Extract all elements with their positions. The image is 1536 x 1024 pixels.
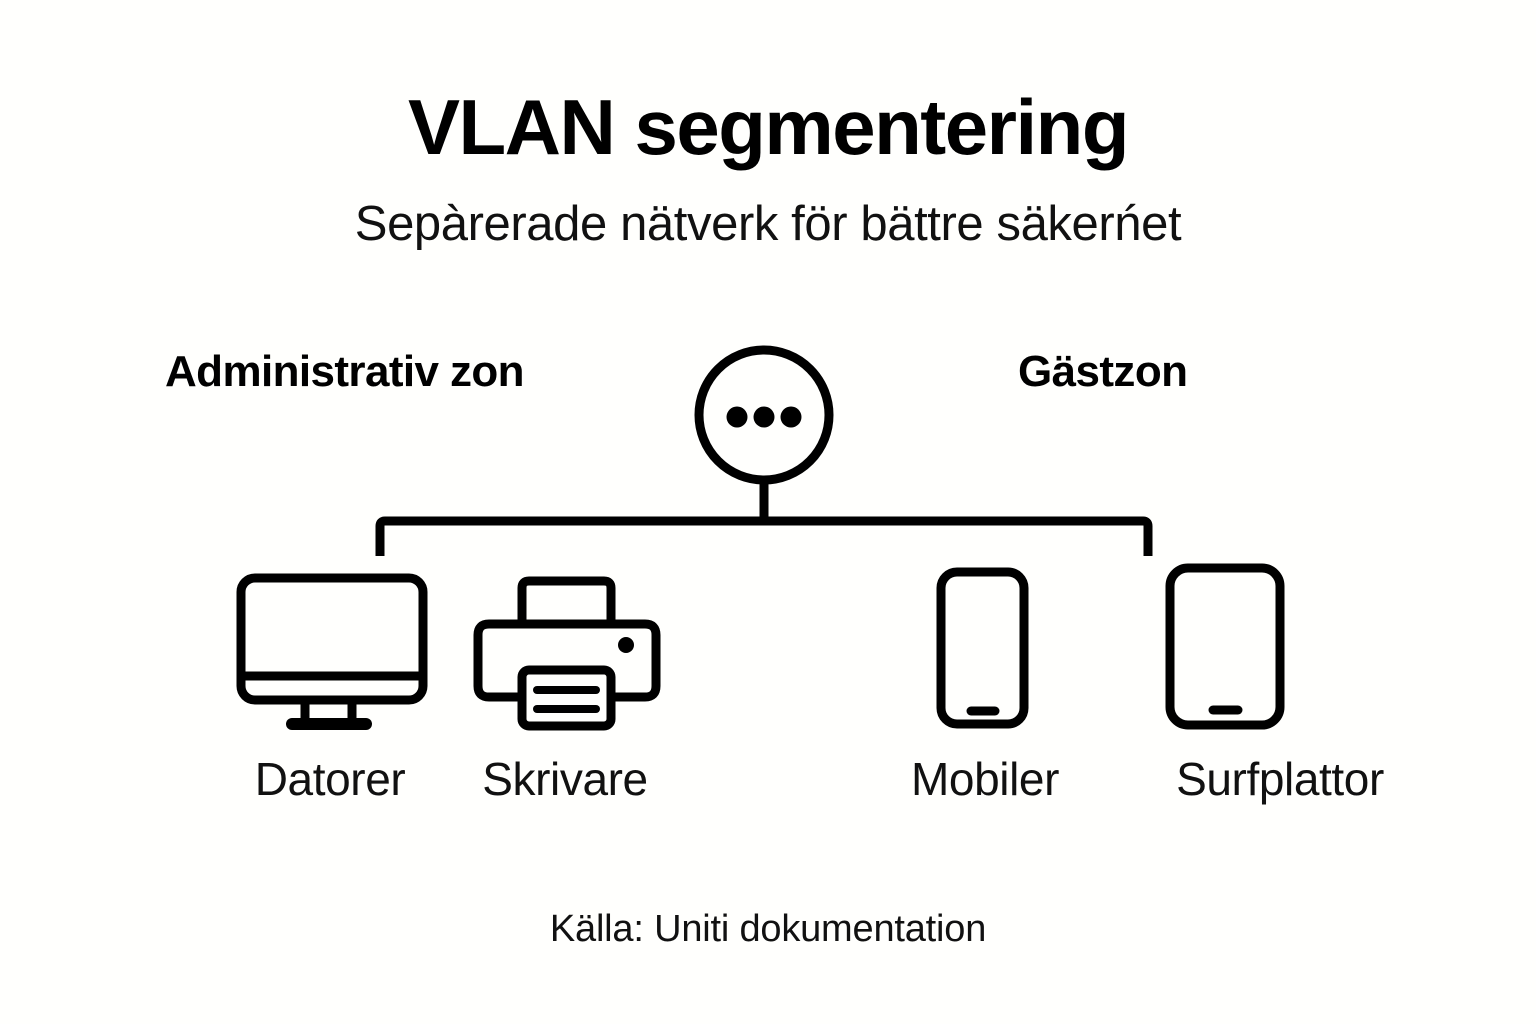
device-label-skrivare: Skrivare [482, 753, 648, 805]
device-label-datorer: Datorer [254, 753, 406, 805]
printer-body [473, 619, 661, 702]
zone-label-admin: Administrativ zon [165, 347, 525, 396]
desktop-monitor-icon[interactable] [236, 573, 428, 730]
monitor-screen-body [236, 573, 428, 705]
central-node[interactable] [694, 345, 834, 485]
tablet-body [1165, 563, 1285, 730]
ellipsis-icon [726, 406, 802, 428]
page-subtitle: Sepàrerade nätverk för bättre säkerńet [354, 197, 1182, 251]
printer-icon[interactable] [473, 576, 661, 731]
printer-paper-tray [517, 576, 616, 629]
connector-bus [375, 516, 1153, 556]
device-label-mobiler: Mobiler [910, 753, 1060, 805]
connector-lines [375, 480, 1153, 556]
central-node-circle [694, 345, 834, 485]
device-label-surfplattor: Surfplattor [1176, 753, 1384, 805]
zone-label-guest: Gästzon [1018, 347, 1188, 396]
mobile-phone-icon[interactable] [936, 567, 1029, 729]
page-title: VLAN segmentering [408, 83, 1129, 171]
tablet-icon[interactable] [1165, 563, 1285, 730]
printer-status-dot [618, 637, 634, 653]
phone-body [936, 567, 1029, 729]
printer-output-sheet [517, 665, 616, 731]
source-caption: Källa: Uniti dokumentation [549, 908, 987, 950]
